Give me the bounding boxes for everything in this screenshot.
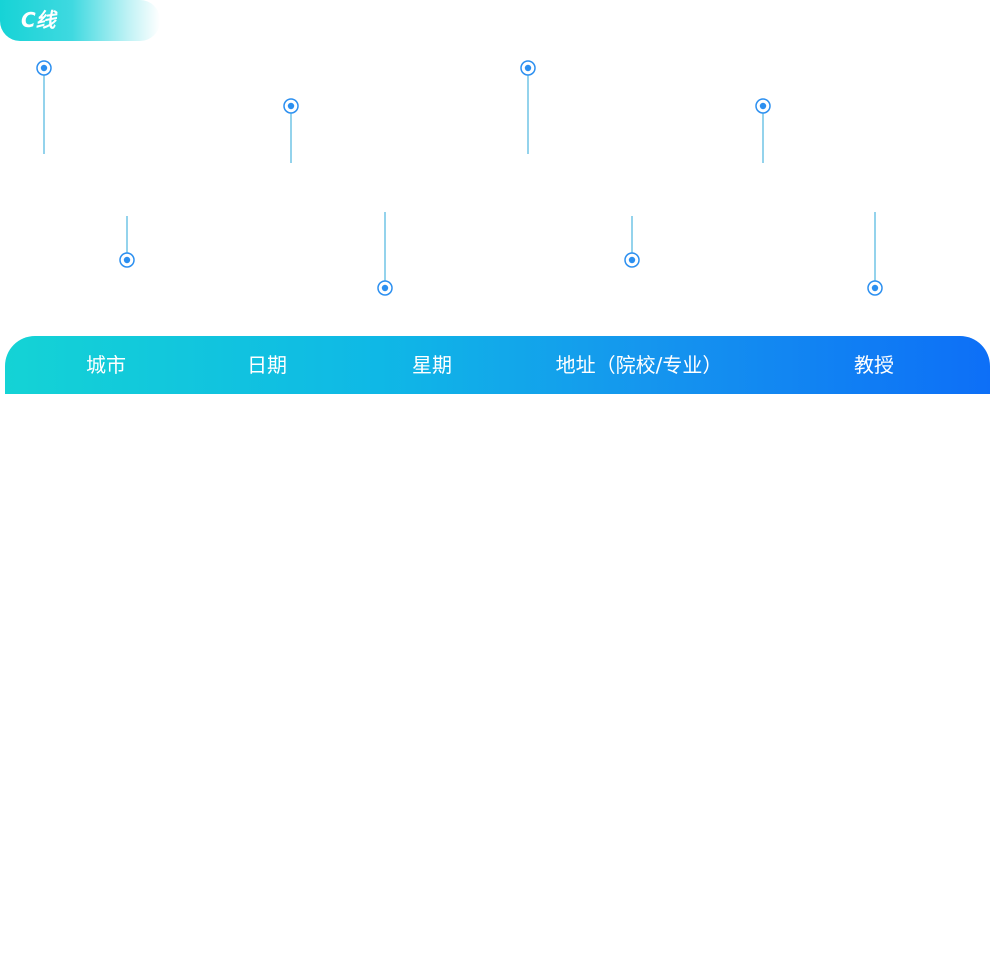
line-badge-label: C线 [21, 8, 56, 32]
timeline-node-4 [377, 212, 393, 296]
timeline-node-6 [624, 216, 640, 268]
timeline-node-1 [36, 60, 52, 154]
line-badge: C线 [0, 0, 160, 41]
timeline-node-7 [755, 98, 771, 163]
header-address: 地址（院校/专业） [555, 353, 723, 377]
timeline-node-2 [119, 216, 135, 268]
header-date: 日期 [247, 353, 287, 377]
header-city: 城市 [86, 353, 126, 377]
timeline-node-5 [520, 60, 536, 154]
timeline-node-3 [283, 98, 299, 163]
header-weekday: 星期 [412, 353, 452, 377]
table-header: 城市 日期 星期 地址（院校/专业） 教授 [5, 336, 990, 394]
timeline-node-8 [867, 212, 883, 296]
header-professor: 教授 [854, 353, 894, 377]
timeline-markers [0, 50, 994, 320]
